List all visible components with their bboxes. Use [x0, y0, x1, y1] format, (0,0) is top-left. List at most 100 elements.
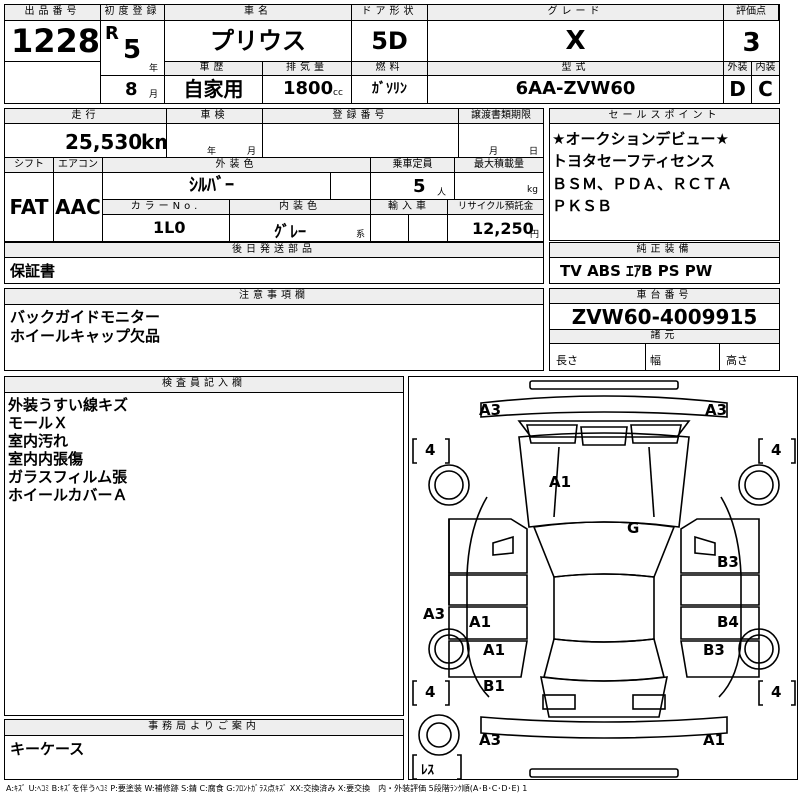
- chassis-number: ZVW60-4009915: [550, 304, 779, 330]
- first-reg-label: 初度登録: [101, 5, 165, 21]
- reg-month: 8: [125, 79, 138, 100]
- inspection-month-unit: 月: [247, 147, 257, 157]
- tire-rear-right: 4: [771, 683, 782, 701]
- notes-label: 注意事項欄: [5, 289, 543, 305]
- inspector-line-6: ホイールカバーＡ: [8, 486, 128, 504]
- length-label: 長さ: [556, 354, 578, 367]
- car-outline: [412, 380, 796, 780]
- color-no: 1L0: [103, 215, 230, 241]
- model-label: 型式: [428, 62, 724, 76]
- tire-rear-left: 4: [425, 683, 436, 701]
- displacement-unit: cc: [333, 88, 343, 98]
- selling-line-4: ＰＫＳＢ: [552, 197, 613, 215]
- mark-roof: G: [627, 519, 640, 537]
- reg-no-box: [263, 124, 459, 158]
- mark-right-rear-door: B4: [717, 613, 739, 631]
- int-grade-label: 内装: [752, 62, 779, 76]
- mileage: 25,530: [65, 130, 143, 154]
- inspector-line-1: 外装うすい線キズ: [8, 396, 129, 414]
- car-name: プリウス: [165, 21, 352, 62]
- inspector-line-4: 室内内張傷: [8, 450, 84, 468]
- import-box-2: [409, 215, 448, 241]
- load-label: 最大積載量: [455, 158, 543, 173]
- mileage-box: 25,530 km: [5, 124, 167, 158]
- recycle-label: リサイクル預託金: [448, 200, 543, 215]
- history: 自家用: [165, 76, 263, 103]
- inspector-label: 検査員記入欄: [5, 377, 403, 393]
- notes-line-1: バックガイドモニター: [10, 308, 161, 326]
- capacity-label: 乗車定員: [371, 158, 455, 173]
- ac-label: エアコン: [54, 158, 103, 173]
- int-color-unit: 系: [356, 230, 366, 240]
- recycle-unit: 円: [530, 230, 540, 240]
- displacement: 1800: [283, 78, 334, 99]
- capacity: 5: [413, 176, 426, 197]
- mark-left-front-door: A1: [469, 613, 492, 631]
- transfer-month-unit: 月: [489, 147, 499, 157]
- door: 5D: [352, 21, 428, 62]
- selling-line-2: トヨタセーフティセンス: [552, 152, 715, 170]
- mark-front-right: A3: [705, 401, 728, 419]
- ac: AAC: [54, 173, 103, 241]
- inspector-line-2: モールＸ: [8, 414, 69, 432]
- length-box: 長さ: [550, 344, 646, 370]
- lot-no-label: 出品番号: [5, 5, 101, 21]
- ext-color-blank: [331, 173, 371, 200]
- inspection-year-unit: 年: [207, 147, 217, 157]
- model: 6AA-ZVW60: [428, 76, 724, 103]
- mark-left-front-fender: A3: [423, 605, 446, 623]
- mark-hood: A1: [549, 473, 572, 491]
- width-box: 幅: [646, 344, 720, 370]
- load-box: kg: [455, 173, 543, 200]
- year-unit: 年: [149, 64, 159, 74]
- capacity-unit: 人: [437, 188, 447, 198]
- inspector-line-5: ガラスフィルム張: [8, 468, 128, 486]
- reg-no-label: 登録番号: [263, 109, 459, 124]
- inspection-box: 年 月: [167, 124, 263, 158]
- transfer-box: 月 日: [459, 124, 543, 158]
- mark-left-rear-fender: B1: [483, 677, 505, 695]
- door-label: ドア形状: [352, 5, 428, 21]
- ext-color: ｼﾙﾊﾞｰ: [103, 173, 331, 200]
- tire-front-left: 4: [425, 441, 436, 459]
- history-label: 車歴: [165, 62, 263, 76]
- int-color-box: ｸﾞﾚｰ 系: [230, 215, 371, 241]
- office-text: キーケース: [10, 740, 85, 758]
- month-unit: 月: [149, 90, 159, 100]
- mark-front-left: A3: [479, 401, 502, 419]
- grade: X: [428, 21, 724, 62]
- selling-line-3: ＢＳＭ、ＰＤＡ、ＲＣＴＡ: [552, 175, 733, 193]
- shift: FAT: [5, 173, 54, 241]
- chassis-label: 車台番号: [550, 289, 779, 304]
- first-reg-box: R 5 年 8 月: [101, 21, 165, 103]
- mark-rear-left: A3: [479, 731, 502, 749]
- recycle-box: 12,250 円: [448, 215, 543, 241]
- shift-label: シフト: [5, 158, 54, 173]
- recycle: 12,250: [472, 219, 534, 238]
- import-label: 輸入車: [371, 200, 448, 215]
- inspector-line-3: 室内汚れ: [8, 432, 69, 450]
- height-box: 高さ: [720, 344, 779, 370]
- inspection-label: 車検: [167, 109, 263, 124]
- mark-rear-right: A1: [703, 731, 726, 749]
- inspector-block: [4, 376, 404, 716]
- height-label: 高さ: [726, 354, 748, 367]
- damage-diagram: 4 4 4 4 ﾚｽ A3 A3 A1 G B3 A3 A1 B4 A1 B3 …: [408, 376, 798, 780]
- mark-right-front-door: B3: [717, 553, 739, 571]
- car-name-label: 車名: [165, 5, 352, 21]
- equipment-text: TV ABS ｴｱB PS PW: [560, 262, 713, 280]
- dims-label: 諸元: [550, 330, 779, 344]
- int-grade: C: [758, 77, 773, 101]
- delivery-text: 保証書: [10, 262, 56, 280]
- transfer-day-unit: 日: [529, 147, 539, 157]
- era: R: [105, 23, 119, 44]
- import-box-1: [371, 215, 409, 241]
- selling-block: [549, 108, 780, 241]
- ext-grade: D: [724, 76, 752, 103]
- office-label: 事務局よりご案内: [5, 720, 403, 736]
- grade-label: グレード: [428, 5, 724, 21]
- width-label: 幅: [650, 354, 661, 367]
- mileage-unit: km: [141, 130, 166, 154]
- mark-right-rear-fender: B3: [703, 641, 725, 659]
- score-label: 評価点: [724, 5, 779, 21]
